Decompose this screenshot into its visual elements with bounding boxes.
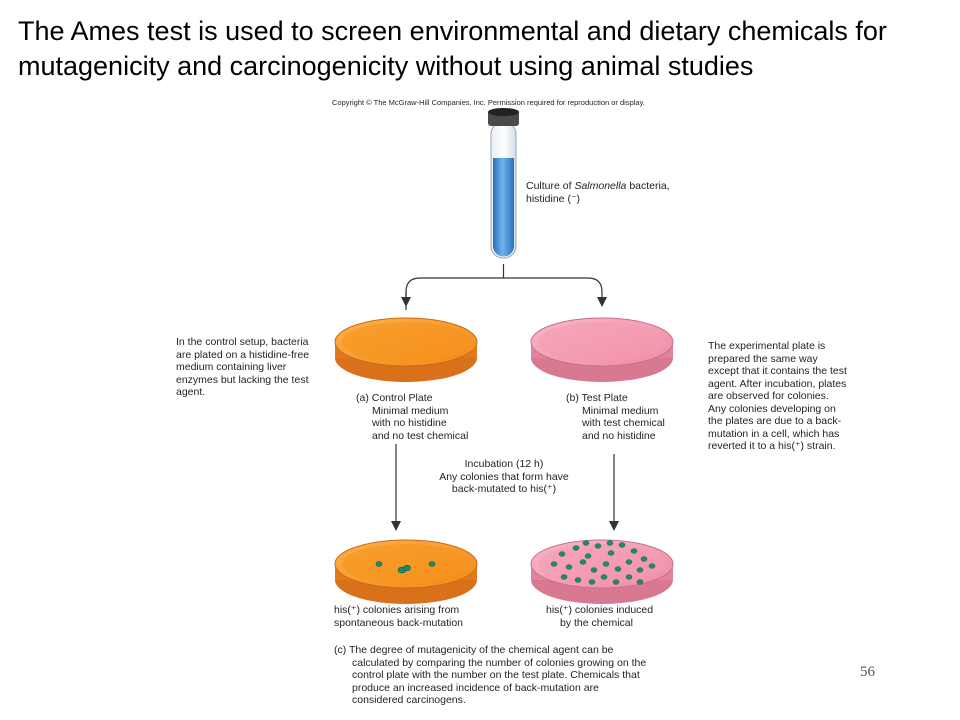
- test-petri-dish-icon: [530, 317, 674, 382]
- control-plate-label: (a) Control Plate Minimal medium with no…: [356, 392, 469, 442]
- test-plate-label: (b) Test Plate Minimal medium with test …: [566, 392, 665, 442]
- control-result-petri-dish-icon: [334, 539, 478, 604]
- test-result-petri-dish-icon: [530, 539, 674, 604]
- test-tube-icon: [488, 108, 519, 259]
- test-result-label: his(⁺) colonies induced by the chemical: [546, 604, 654, 629]
- page-number: 56: [860, 664, 875, 680]
- copyright-notice: Copyright © The McGraw-Hill Companies, I…: [332, 98, 645, 107]
- conclusion-text: (c) The degree of mutagenicity of the ch…: [334, 644, 647, 706]
- control-setup-note: In the control setup, bacteria are plate…: [176, 336, 310, 398]
- colony-dots: [550, 540, 656, 585]
- control-petri-dish-icon: [334, 317, 478, 382]
- control-result-label: his(⁺) colonies arising from spontaneous…: [334, 604, 463, 629]
- diagram-graphics: [334, 108, 674, 604]
- experimental-plate-note: The experimental plate is prepared the s…: [708, 340, 847, 452]
- slide-title: The Ames test is used to screen environm…: [18, 16, 887, 81]
- ames-test-figure: Copyright © The McGraw-Hill Companies, I…: [174, 96, 863, 720]
- branch-arrows: [401, 264, 607, 310]
- incubation-label: Incubation (12 h) Any colonies that form…: [439, 458, 569, 495]
- culture-label: Culture of Salmonella bacteria, histidin…: [526, 180, 670, 205]
